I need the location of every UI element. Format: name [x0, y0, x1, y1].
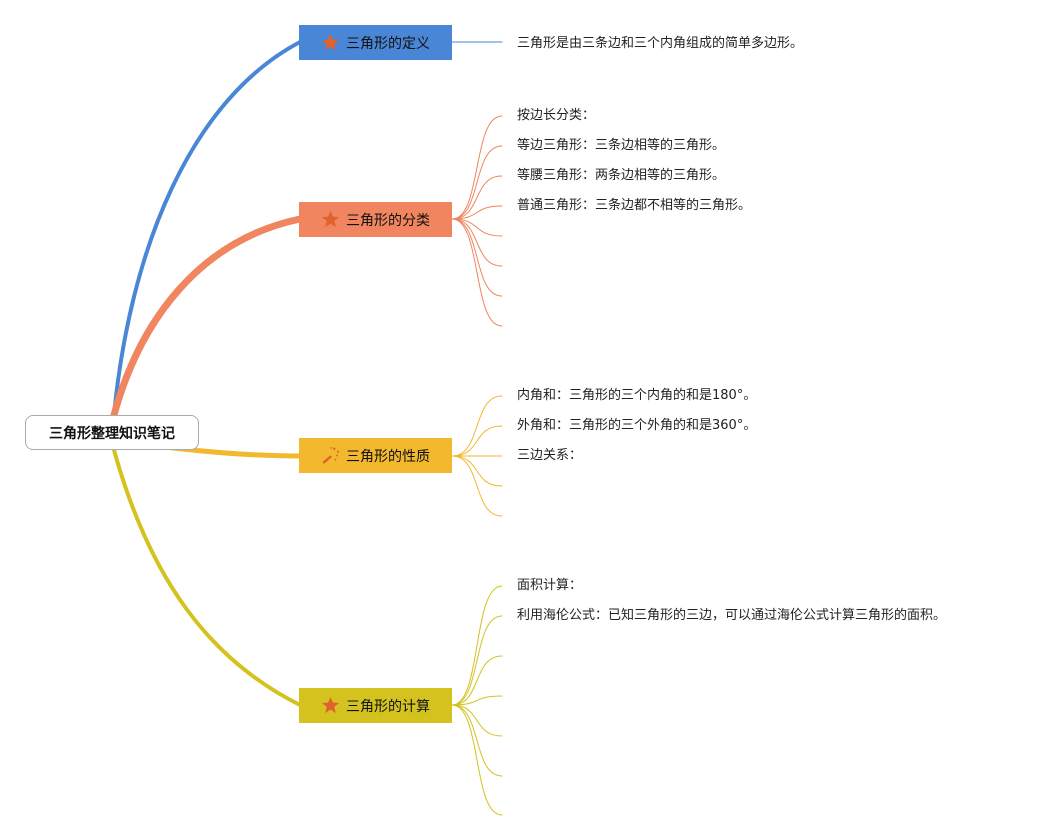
leaf-connector — [451, 455, 503, 517]
star-icon — [321, 696, 340, 714]
leaf-connector — [451, 115, 503, 220]
star-icon — [321, 33, 340, 51]
branch-definition[interactable]: 三角形的定义 — [299, 25, 452, 60]
leaf-connector — [451, 218, 503, 327]
leaf-connector — [451, 175, 503, 220]
leaf-connector — [451, 704, 503, 737]
leaf-text[interactable]: 等边三角形：三条边相等的三角形。 — [517, 138, 726, 153]
leaf-connector — [451, 615, 503, 706]
magic-wand-icon — [322, 447, 340, 464]
star-icon — [321, 210, 340, 228]
leaf-text[interactable]: 等腰三角形：两条边相等的三角形。 — [517, 168, 726, 183]
connector-definition — [112, 40, 302, 417]
connector-lines — [110, 40, 304, 707]
leaf-connector — [451, 695, 503, 706]
leaf-text[interactable]: 内角和：三角形的三个内角的和是180°。 — [517, 388, 757, 403]
leaf-connector — [451, 704, 503, 816]
connector-classification — [110, 215, 304, 419]
leaf-connector — [451, 218, 503, 297]
leaf-connector-lines — [451, 41, 503, 816]
leaf-connector — [451, 704, 503, 777]
branch-label: 三角形的计算 — [346, 698, 430, 715]
leaf-text[interactable]: 外角和：三角形的三个外角的和是360°。 — [517, 418, 757, 433]
leaf-text[interactable]: 普通三角形：三条边都不相等的三角形。 — [517, 198, 752, 213]
branch-label: 三角形的性质 — [346, 448, 430, 465]
leaf-connector — [451, 425, 503, 457]
branch-properties[interactable]: 三角形的性质 — [299, 438, 452, 473]
leaf-text[interactable]: 面积计算： — [517, 578, 583, 593]
branch-classification[interactable]: 三角形的分类 — [299, 202, 452, 237]
leaf-text[interactable]: 三角形是由三条边和三个内角组成的简单多边形。 — [517, 36, 804, 51]
leaf-text[interactable]: 按边长分类： — [517, 108, 596, 123]
leaf-connector — [451, 655, 503, 706]
leaf-connector — [451, 145, 503, 220]
leaf-text[interactable]: 三边关系： — [517, 448, 583, 463]
root-topic[interactable]: 三角形整理知识笔记 — [25, 415, 199, 450]
branch-label: 三角形的定义 — [346, 35, 430, 52]
leaf-text[interactable]: 利用海伦公式：已知三角形的三边，可以通过海伦公式计算三角形的面积。 — [517, 608, 947, 623]
branch-label: 三角形的分类 — [346, 212, 430, 229]
leaf-connector — [451, 455, 503, 487]
branch-calculation[interactable]: 三角形的计算 — [299, 688, 452, 723]
leaf-connector — [451, 205, 503, 220]
leaf-connector — [451, 395, 503, 457]
leaf-connector — [451, 585, 503, 706]
leaf-connector — [451, 218, 503, 267]
leaf-connector — [451, 218, 503, 237]
connector-calculation — [112, 448, 302, 707]
